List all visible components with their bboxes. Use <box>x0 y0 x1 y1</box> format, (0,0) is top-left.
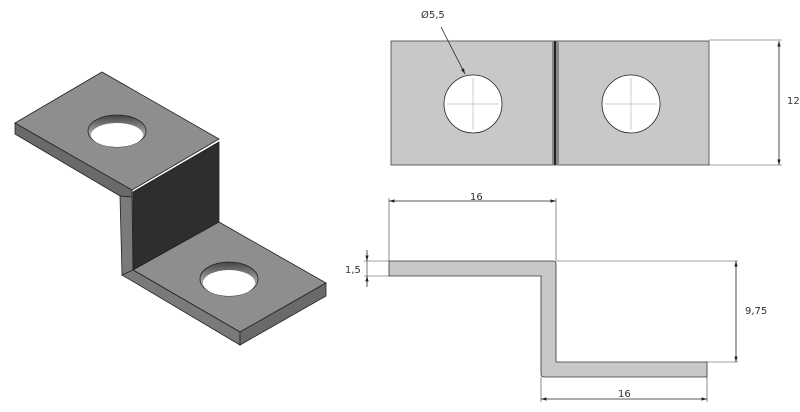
bottom-hole-opening <box>203 270 255 296</box>
top-flange-length-label: 16 <box>470 192 483 203</box>
top-view-plate <box>390 40 710 166</box>
offset-height-label: 9,75 <box>745 306 767 317</box>
hole-diameter-label: Ø5,5 <box>421 9 445 21</box>
bottom-flange-length-label: 16 <box>618 389 631 400</box>
top-hole-opening <box>91 123 143 147</box>
bottom-flange-side-edge <box>239 282 327 346</box>
top-view: Ø5,5 12 <box>390 9 800 166</box>
width-dimension-label: 12 <box>787 96 800 107</box>
isometric-view <box>14 71 327 346</box>
side-view: 16 1,5 9,75 16 <box>345 192 767 402</box>
web-outer-edge <box>119 195 134 276</box>
z-profile <box>388 260 708 378</box>
thickness-label: 1,5 <box>345 265 361 276</box>
